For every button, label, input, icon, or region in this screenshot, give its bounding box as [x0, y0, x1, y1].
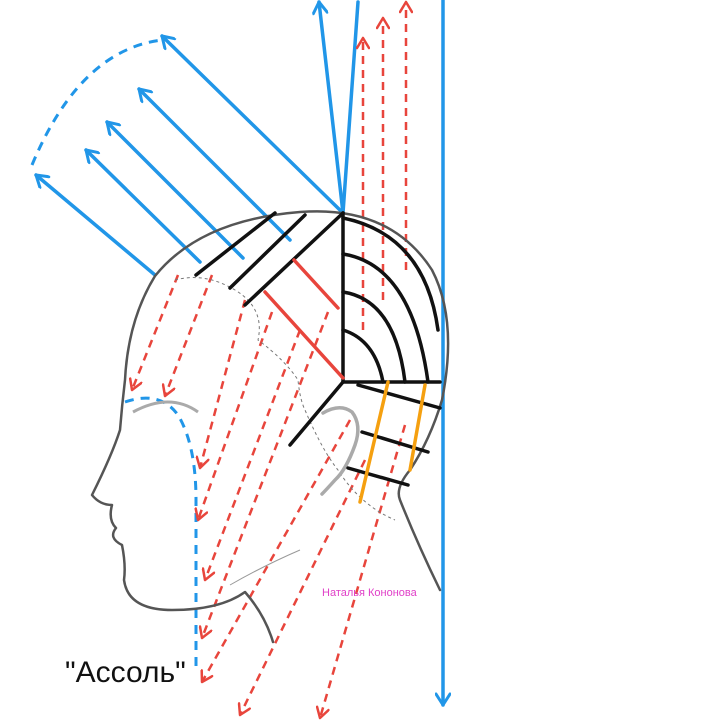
blue-arrow-4	[137, 87, 292, 242]
crown-arc-1	[341, 328, 385, 384]
blue-face-guide	[124, 396, 198, 670]
red-down-arrow-1	[132, 274, 180, 390]
blue-arrow-5	[160, 34, 345, 215]
diagonal-section-4	[288, 380, 345, 447]
red-down-arrows	[132, 274, 407, 718]
nape-section-1	[356, 383, 442, 410]
red-section-2	[292, 258, 340, 310]
diagonal-section-2	[228, 213, 307, 290]
red-down-arrow-6	[202, 311, 330, 638]
crown-arc-3	[341, 252, 430, 384]
blue-arrow-6	[319, 0, 345, 215]
red-down-arrow-8	[240, 459, 367, 715]
nape-section-2	[360, 430, 430, 454]
red-down-arrow-5	[205, 329, 302, 580]
blue-arrow-7	[341, 0, 360, 215]
crown-arc-4	[341, 216, 440, 332]
orange-section-2	[408, 383, 427, 472]
red-section-1	[263, 290, 345, 380]
black-sections	[194, 211, 442, 487]
hairline-guide	[174, 277, 396, 521]
blue-arrow-1	[34, 173, 157, 277]
orange-section-1	[358, 380, 390, 504]
red-up-arrows	[363, 2, 406, 330]
jaw-guide	[229, 549, 301, 586]
crown-arc-2	[341, 290, 407, 384]
blue-arrows	[34, 0, 443, 707]
blue-arrow-3	[105, 120, 245, 260]
orange-sections	[358, 380, 427, 504]
blue-guide-arc	[30, 38, 163, 166]
blue-arrow-2	[84, 148, 202, 264]
diagonal-section-1	[194, 211, 277, 277]
diagram-title: "Ассоль"	[65, 656, 186, 689]
author-signature: Наталья Кононова	[322, 587, 418, 599]
ear	[320, 406, 360, 496]
red-down-arrow-4	[198, 311, 274, 520]
nape-section-3	[346, 466, 410, 487]
red-down-arrow-9	[320, 424, 407, 718]
red-down-arrow-2	[165, 274, 214, 396]
red-down-arrow-3	[200, 299, 247, 468]
head-outline	[90, 210, 450, 644]
red-sections	[263, 258, 345, 380]
face-ear-curve	[132, 400, 199, 414]
